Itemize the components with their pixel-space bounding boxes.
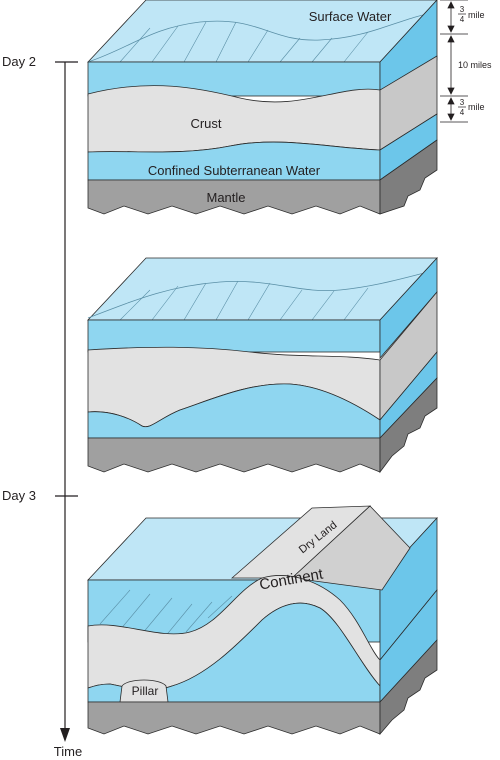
timeline-day3: Day 3 (2, 488, 36, 503)
stage3-confined-front (87, 602, 381, 703)
scale-bottom-num: 3 (460, 98, 465, 107)
stage2-mantle-front (87, 437, 381, 473)
scale-top-num: 3 (460, 5, 465, 14)
stage3-pillar (119, 679, 169, 703)
scale-bottom-den: 4 (460, 108, 465, 117)
stage3-mantle-front (87, 701, 381, 735)
stage1-mantle-side (379, 139, 438, 215)
timeline-day2: Day 2 (2, 54, 36, 69)
stage2-water-surface-line (87, 269, 438, 319)
stage2-confined-front (87, 383, 381, 439)
stage3-mantle-side (379, 638, 438, 736)
label-confined-water: Confined Subterranean Water (148, 163, 321, 178)
timeline-time: Time (54, 744, 82, 759)
stage1-confined-front (87, 141, 381, 181)
scale-top-den: 4 (460, 15, 465, 24)
stage3-continent-ridge (291, 505, 411, 591)
label-surface-water: Surface Water (309, 9, 392, 24)
stage2-water-top (87, 257, 438, 321)
stage-3-block: Dry Land Continent Pillar (87, 505, 438, 736)
stage1-mantle-front (87, 179, 381, 215)
stage1-grid (119, 21, 369, 63)
stage2-mantle-side (379, 376, 438, 474)
scale-top-unit: mile (468, 10, 485, 20)
scale-bar (440, 0, 468, 123)
label-mantle: Mantle (206, 190, 245, 205)
scale-bottom-unit: mile (468, 102, 485, 112)
timeline-arrowhead (60, 728, 70, 742)
stage3-grid (99, 589, 233, 639)
stage-1-block: Surface Water Crust Confined Subterranea… (87, 0, 438, 215)
label-pillar: Pillar (132, 684, 159, 698)
stage2-water-front (87, 319, 381, 353)
stage-2-block (87, 256, 438, 474)
label-crust: Crust (190, 116, 221, 131)
stage1-water-surface-line (87, 11, 438, 63)
timeline-axis (55, 61, 78, 732)
stage2-grid (119, 280, 369, 321)
scale-middle: 10 miles (458, 60, 492, 70)
